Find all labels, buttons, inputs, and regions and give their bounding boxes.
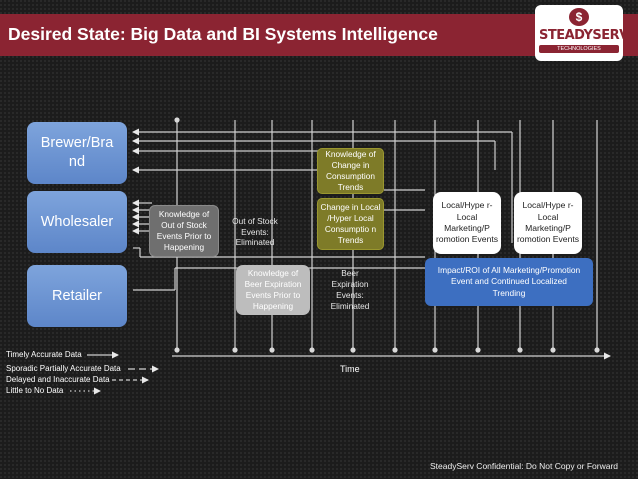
legend-delayed: Delayed and Inaccurate Data xyxy=(6,375,110,384)
legend-timely: Timely Accurate Data xyxy=(6,350,82,359)
timeline-dot xyxy=(550,347,556,353)
node-local-hyper-marketing-1: Local/Hype r-Local Marketing/P romotion … xyxy=(433,192,501,254)
steadyserv-logo: $ STEADYSERV TECHNOLOGIES xyxy=(535,5,629,61)
title-bar: Desired State: Big Data and BI Systems I… xyxy=(0,14,638,56)
node-local-hyper-marketing-2: Local/Hype r-Local Marketing/P romotion … xyxy=(514,192,582,254)
entity-retailer-label: Retailer xyxy=(52,287,102,304)
timeline-dot xyxy=(174,117,180,123)
node-change-local-hyper: Change in Local /Hyper Local Consumptio … xyxy=(317,198,384,250)
node-beer-expiration-eliminated: Beer Expiration Events: Eliminated xyxy=(330,268,370,311)
logo-wordmark: STEADYSERV xyxy=(539,28,629,43)
timeline-dot xyxy=(269,347,275,353)
dollar-badge-icon: $ xyxy=(569,8,589,26)
timeline-dot xyxy=(392,347,398,353)
entity-wholesaler: Wholesaler xyxy=(27,191,127,253)
page-title: Desired State: Big Data and BI Systems I… xyxy=(8,24,438,44)
footer-confidential: SteadyServ Confidential: Do Not Copy or … xyxy=(430,461,619,471)
timeline-dot xyxy=(594,347,600,353)
timeline-dot xyxy=(309,347,315,353)
timeline-dot xyxy=(232,347,238,353)
entity-retailer: Retailer xyxy=(27,265,127,327)
node-impact-roi: Impact/ROI of All Marketing/Promotion Ev… xyxy=(425,258,593,306)
legend-sporadic: Sporadic Partially Accurate Data xyxy=(6,364,121,373)
legend-little: Little to No Data xyxy=(6,386,64,395)
node-knowledge-change-consumption: Knowledge of Change in Consumption Trend… xyxy=(317,148,384,194)
entity-brewer-label: Brewer/Bra nd xyxy=(40,135,114,170)
entity-brewer: Brewer/Bra nd xyxy=(27,122,127,184)
entity-wholesaler-label: Wholesaler xyxy=(40,213,114,230)
timeline-dot xyxy=(517,347,523,353)
node-knowledge-beer-expiration: Knowledge of Beer Expiration Events Prio… xyxy=(236,265,310,315)
logo-subtitle: TECHNOLOGIES xyxy=(539,45,619,53)
timeline-dot xyxy=(174,347,180,353)
node-knowledge-out-of-stock: Knowledge of Out of Stock Events Prior t… xyxy=(149,205,219,257)
timeline-dot xyxy=(432,347,438,353)
time-axis-label: Time xyxy=(340,364,360,374)
timeline-dot xyxy=(350,347,356,353)
timeline-dot xyxy=(475,347,481,353)
node-out-of-stock-eliminated: Out of Stock Events: Eliminated xyxy=(232,215,278,248)
